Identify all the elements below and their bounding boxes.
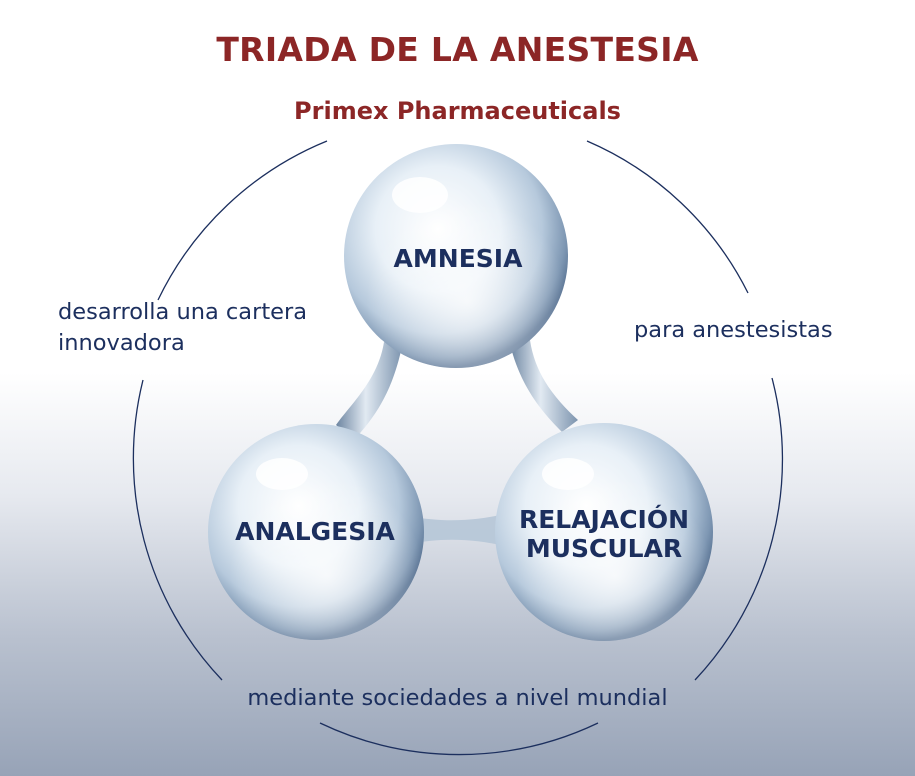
label-amnesia: AMNESIA [393, 244, 523, 273]
connector-bottom [408, 514, 505, 546]
sphere-relajacion-muscular [495, 423, 713, 641]
ring-text-bottom: mediante sociedades a nivel mundial [247, 685, 668, 711]
page-title: TRIADA DE LA ANESTESIA [216, 30, 699, 69]
ring-arc-bottom [319, 722, 599, 756]
label-relajacion-muscular: RELAJACIÓN MUSCULAR [494, 505, 714, 563]
company-name: Primex Pharmaceuticals [294, 97, 621, 125]
connector-top-right [510, 340, 578, 432]
ring-text-right: para anestesistas [634, 317, 833, 343]
ring-arc-top-right [586, 140, 749, 294]
label-relajacion-line2: MUSCULAR [525, 534, 683, 563]
label-analgesia: ANALGESIA [235, 517, 395, 546]
ring-arc-right [694, 377, 784, 681]
connector-top-left [336, 342, 402, 440]
ring-arc-left [132, 379, 223, 681]
sphere-amnesia [344, 144, 568, 368]
sphere-analgesia [208, 424, 424, 640]
ring-arc-top-left [157, 140, 328, 301]
ring-text-left: desarrolla una cartera innovadora [58, 299, 308, 356]
label-relajacion-line1: RELAJACIÓN [518, 505, 690, 534]
